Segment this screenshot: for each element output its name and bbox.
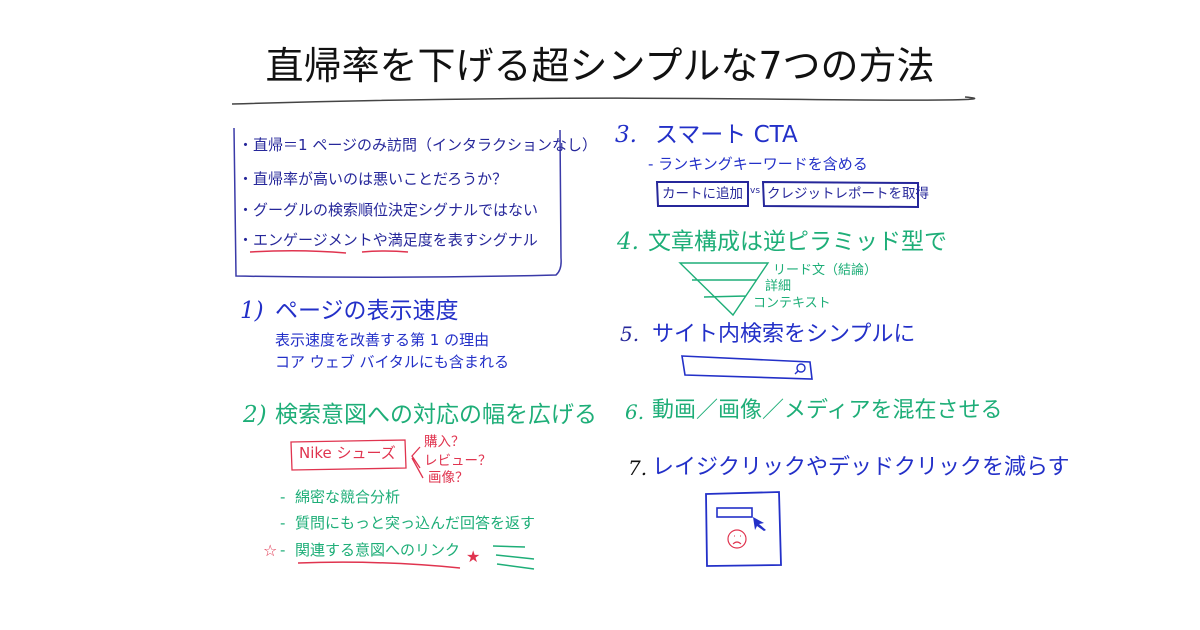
query-label: Nike シューズ (299, 444, 396, 462)
section-line: コア ウェブ バイタルにも含まれる (275, 353, 509, 371)
inverted-pyramid-icon (678, 262, 770, 317)
pyramid-label: 詳細 (765, 279, 792, 294)
section-line: 表示速度を改善する第 1 の理由 (275, 331, 490, 349)
section-heading: 動画／画像／メディアを混在させる (652, 398, 1003, 423)
page-title: 直帰率を下げる超シンプルな7つの方法 (265, 44, 935, 88)
list-item: - 関連する意図へのリンク (280, 541, 460, 559)
button-cart-frame (655, 181, 749, 207)
sad-face-icon (727, 529, 747, 549)
list-item: - 綿密な競合分析 (280, 488, 400, 506)
section-heading: スマート CTA (655, 122, 798, 148)
section-number: 7. (628, 456, 648, 480)
section-number: 2) (243, 402, 267, 428)
cta-credit-report: クレジットレポートを取得 (767, 186, 929, 202)
section-number: 5. (620, 322, 640, 346)
section-heading: ページの表示速度 (275, 298, 459, 324)
title-underline (231, 96, 976, 105)
section-heading: サイト内検索をシンプルに (652, 322, 916, 347)
section-heading: 文章構成は逆ピラミッド型で (648, 229, 947, 255)
section-number: 1) (240, 298, 264, 324)
emphasis-lines (492, 545, 535, 570)
vs-label: vs (750, 186, 761, 196)
section-heading: レイジクリックやデッドクリックを減らす (652, 455, 1070, 480)
search-icon (796, 363, 806, 373)
section-line: - ランキングキーワードを含める (648, 155, 868, 173)
section-number: 4. (617, 229, 639, 255)
button-credit-frame (761, 180, 919, 209)
underline-engagement (249, 249, 347, 254)
intro-bullet: ・エンゲージメントや満足度を表すシグナル (238, 231, 538, 249)
star-icon-right: ★ (466, 547, 480, 566)
page-frame-sketch (705, 491, 782, 567)
pyramid-label: コンテキスト (753, 296, 831, 311)
list-item: - 質問にもっと突っ込んだ回答を返す (280, 514, 535, 532)
link-underline (297, 561, 461, 569)
cursor-icon (753, 517, 766, 531)
intro-bullet: ・グーグルの検索順位決定シグナルではない (238, 201, 539, 219)
section-heading: 検索意図への対応の幅を広げる (275, 402, 597, 428)
intro-bullet: ・直帰＝1 ページのみ訪問（インタラクションなし） (238, 136, 598, 154)
intro-bullet: ・直帰率が高いのは悪いことだろうか？ (238, 170, 508, 188)
button-sketch (716, 507, 753, 518)
section-number: 6. (625, 400, 645, 424)
search-box-sketch (681, 355, 813, 380)
intro-box-frame (233, 127, 562, 279)
query-box (290, 439, 407, 471)
pyramid-label: リード文（結論） (773, 263, 878, 278)
intent-label: 画像？ (428, 470, 469, 486)
intent-brace (411, 446, 424, 479)
intent-label: 購入？ (424, 434, 465, 450)
section-number: 3. (615, 122, 637, 148)
intent-label: レビュー？ (424, 453, 492, 469)
cta-add-to-cart: カートに追加 (662, 186, 743, 202)
underline-satisfaction (361, 250, 409, 253)
star-icon-left: ☆ (263, 541, 277, 560)
